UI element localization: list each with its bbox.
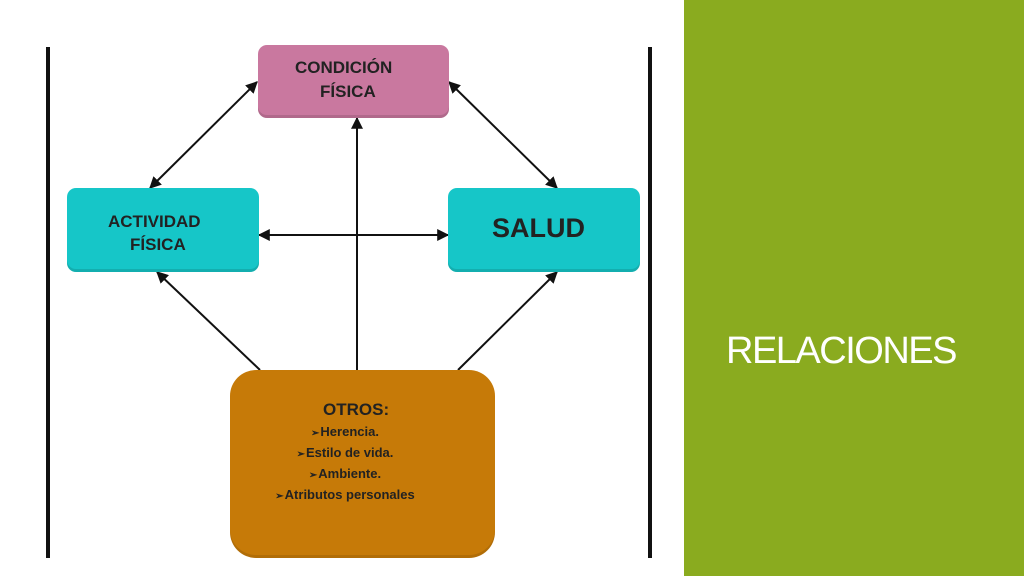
otros-list-item: ➢Ambiente.	[230, 464, 460, 485]
actividad-label-line1: ACTIVIDAD	[108, 212, 201, 231]
side-panel: RELACIONES	[684, 0, 1024, 576]
box-condicion-fisica: CONDICIÓN FÍSICA	[258, 45, 449, 118]
box-otros: OTROS: ➢Herencia. ➢Estilo de vida. ➢Ambi…	[230, 370, 495, 558]
actividad-label: ACTIVIDAD FÍSICA	[108, 210, 201, 256]
box-actividad-fisica: ACTIVIDAD FÍSICA	[67, 188, 259, 272]
bullet-arrow-icon: ➢	[275, 491, 284, 502]
otros-list-item: ➢Herencia.	[230, 422, 460, 443]
salud-label: SALUD	[492, 213, 585, 243]
otros-item-ambiente: Ambiente.	[318, 466, 382, 481]
otros-list: ➢Herencia. ➢Estilo de vida. ➢Ambiente. ➢…	[230, 422, 460, 506]
bullet-arrow-icon: ➢	[308, 470, 318, 481]
condicion-label: CONDICIÓN FÍSICA	[295, 56, 392, 104]
slide-title: RELACIONES	[726, 330, 957, 372]
diagram-area: CONDICIÓN FÍSICA ACTIVIDAD FÍSICA SALUD …	[46, 45, 652, 558]
condicion-label-line1: CONDICIÓN	[295, 58, 393, 77]
bullet-arrow-icon: ➢	[296, 449, 305, 460]
left-border-line	[46, 47, 50, 558]
otros-item-estilo-de-vida: Estilo de vida.	[305, 445, 394, 460]
arrow-otros-salud	[457, 271, 558, 371]
right-border-line	[648, 47, 652, 558]
bullet-arrow-icon: ➢	[311, 428, 320, 439]
arrow-condicion-salud	[448, 81, 558, 189]
arrow-otros-actividad	[156, 271, 261, 371]
otros-list-item: ➢Atributos personales	[230, 485, 460, 506]
otros-list-item: ➢Estilo de vida.	[230, 443, 460, 464]
otros-item-atributos-personales: Atributos personales	[284, 487, 415, 502]
otros-title: OTROS:	[323, 400, 390, 419]
condicion-label-line2: FÍSICA	[320, 82, 376, 101]
arrow-actividad-condicion	[149, 81, 258, 189]
box-salud: SALUD	[448, 188, 640, 272]
actividad-label-line2: FÍSICA	[130, 235, 186, 254]
otros-item-herencia: Herencia.	[320, 424, 379, 439]
arrows-layer	[149, 81, 558, 371]
